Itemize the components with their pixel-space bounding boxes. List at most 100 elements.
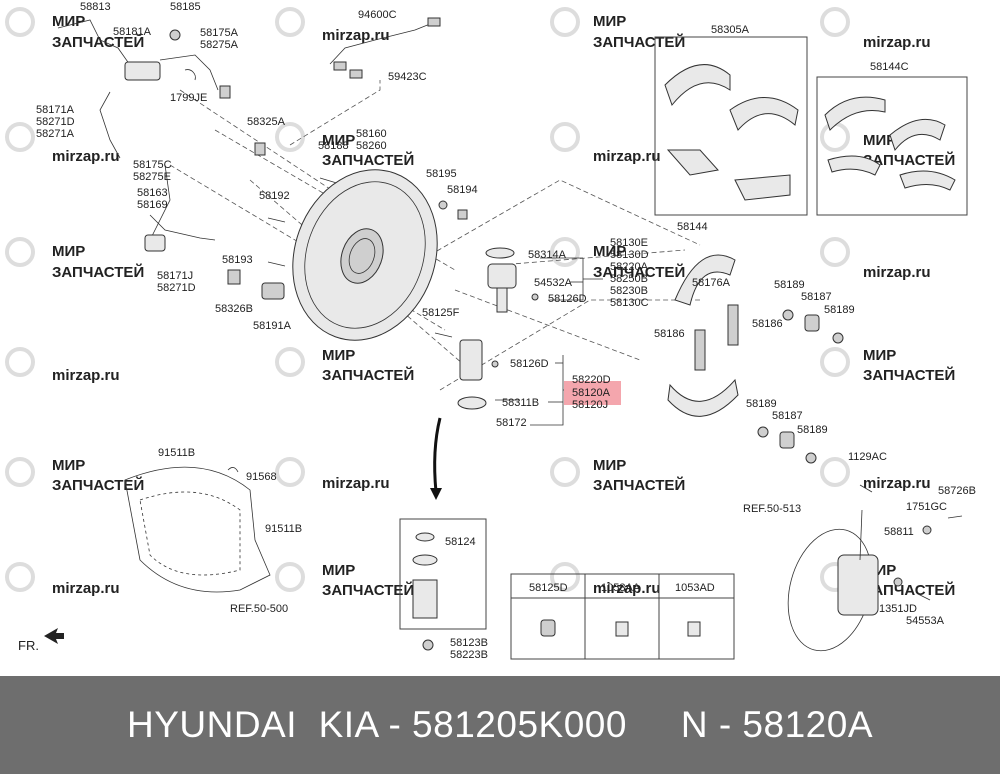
label-59423C: 59423C [388,71,427,83]
label-58813: 58813 [80,1,111,13]
label-fr: FR. [18,638,39,653]
label-58726B: 58726B [938,485,976,497]
label-58163: 58163 [137,187,168,199]
svg-text:ЗАПЧАСТЕЙ: ЗАПЧАСТЕЙ [52,476,144,494]
highlight-58120a [564,381,621,405]
svg-text:МИР: МИР [52,243,85,260]
label-58223B: 58223B [450,649,488,661]
svg-text:ЗАПЧАСТЕЙ: ЗАПЧАСТЕЙ [593,33,685,51]
label-58189-bottom-b: 58189 [797,424,828,436]
svg-text:ЗАПЧАСТЕЙ: ЗАПЧАСТЕЙ [52,33,144,51]
parking-brake-section [787,484,963,652]
label-54532A: 54532A [534,277,573,289]
svg-text:mirzap.ru: mirzap.ru [863,34,931,51]
label-58176A: 58176A [692,277,731,289]
label-91568: 91568 [246,471,277,483]
label-91511B-mid: 91511B [265,523,302,535]
svg-text:МИР: МИР [52,13,85,30]
label-58220D: 58220D [572,374,611,386]
label-58130E: 58130E [610,237,648,249]
label-58189-top-a: 58189 [774,279,805,291]
label-58275E: 58275E [133,171,171,183]
label-58175A: 58175A [200,27,239,39]
label-58314A: 58314A [528,249,567,261]
label-58191A: 58191A [253,320,292,332]
label-58811: 58811 [884,526,914,538]
wheel-cylinder-parts [457,247,539,410]
label-58195: 58195 [426,168,457,180]
parts-diagram: МИР ЗАПЧАСТЕЙ mirzap.ru МИР ЗАПЧАСТЕЙ mi… [5,1,976,661]
svg-text:mirzap.ru: mirzap.ru [52,148,120,165]
svg-text:ЗАПЧАСТЕЙ: ЗАПЧАСТЕЙ [863,151,955,169]
svg-text:ЗАПЧАСТЕЙ: ЗАПЧАСТЕЙ [322,151,414,169]
label-58271D: 58271D [36,116,75,128]
label-1751GC: 1751GC [906,501,947,513]
label-ref-50-513: REF.50-513 [743,503,801,515]
label-58120A: 58120A [572,387,611,399]
svg-text:mirzap.ru: mirzap.ru [322,475,390,492]
label-58271D-2: 58271D [157,282,196,294]
label-58186-left: 58186 [654,328,685,340]
label-58185: 58185 [170,1,201,13]
svg-text:МИР: МИР [593,13,626,30]
label-58172: 58172 [496,417,527,429]
label-58189-bottom-a: 58189 [746,398,777,410]
svg-text:МИР: МИР [322,132,355,149]
svg-text:ЗАПЧАСТЕЙ: ЗАПЧАСТЕЙ [322,581,414,599]
label-58305A: 58305A [711,24,750,36]
label-58193: 58193 [222,254,253,266]
label-58130D: 58130D [610,249,649,261]
front-arrow-icon [44,628,64,644]
detail-arrow [430,417,442,500]
label-58126D-2: 58126D [510,358,549,370]
label-58144: 58144 [677,221,708,233]
label-58187-top: 58187 [801,291,832,303]
fasteners [227,177,468,338]
svg-text:МИР: МИР [322,347,355,364]
label-94600C: 94600C [358,9,397,21]
label-1053AA: 1053AA [601,582,641,594]
label-1129AC: 1129AC [848,451,887,463]
svg-text:ЗАПЧАСТЕЙ: ЗАПЧАСТЕЙ [593,263,685,281]
label-58271A: 58271A [36,128,75,140]
backing-plate [292,169,438,341]
svg-text:МИР: МИР [863,347,896,364]
label-58275A: 58275A [200,39,239,51]
svg-text:МИР: МИР [52,457,85,474]
label-58175C: 58175C [133,159,172,171]
leader-lines [495,257,603,426]
label-58120J: 58120J [572,399,608,411]
label-58260: 58260 [356,140,387,152]
part-number-text: HYUNDAI KIA - 581205K000 N - 58120A [127,704,873,745]
label-58125D: 58125D [529,582,568,594]
label-58171J: 58171J [157,270,193,282]
label-91511B-top: 91511B [158,447,195,459]
svg-text:МИР: МИР [322,562,355,579]
svg-text:ЗАПЧАСТЕЙ: ЗАПЧАСТЕЙ [52,263,144,281]
label-58169: 58169 [137,199,168,211]
label-58311B: 58311B [502,397,539,409]
label-58220A: 58220A [610,261,649,273]
label-58230B: 58230B [610,285,648,297]
body-section [124,466,271,593]
label-54553A: 54553A [906,615,945,627]
svg-text:ЗАПЧАСТЕЙ: ЗАПЧАСТЕЙ [322,366,414,384]
shoe-kit-boxes [654,36,968,216]
label-58130C: 58130C [610,297,649,309]
label-58123B: 58123B [450,637,488,649]
label-58181A: 58181A [113,26,152,38]
svg-text:ЗАПЧАСТЕЙ: ЗАПЧАСТЕЙ [593,476,685,494]
svg-text:mirzap.ru: mirzap.ru [52,580,120,597]
brake-shoe-assembly [667,254,844,464]
svg-text:МИР: МИР [593,457,626,474]
svg-text:mirzap.ru: mirzap.ru [863,475,931,492]
svg-text:mirzap.ru: mirzap.ru [593,148,661,165]
label-58194: 58194 [447,184,478,196]
label-58124: 58124 [445,536,476,548]
label-58187-bottom: 58187 [772,410,803,422]
label-1799JE: 1799JE [170,92,207,104]
label-ref-50-500: REF.50-500 [230,603,288,615]
label-58325A: 58325A [247,116,286,128]
label-58160: 58160 [356,128,387,140]
svg-text:МИР: МИР [593,243,626,260]
